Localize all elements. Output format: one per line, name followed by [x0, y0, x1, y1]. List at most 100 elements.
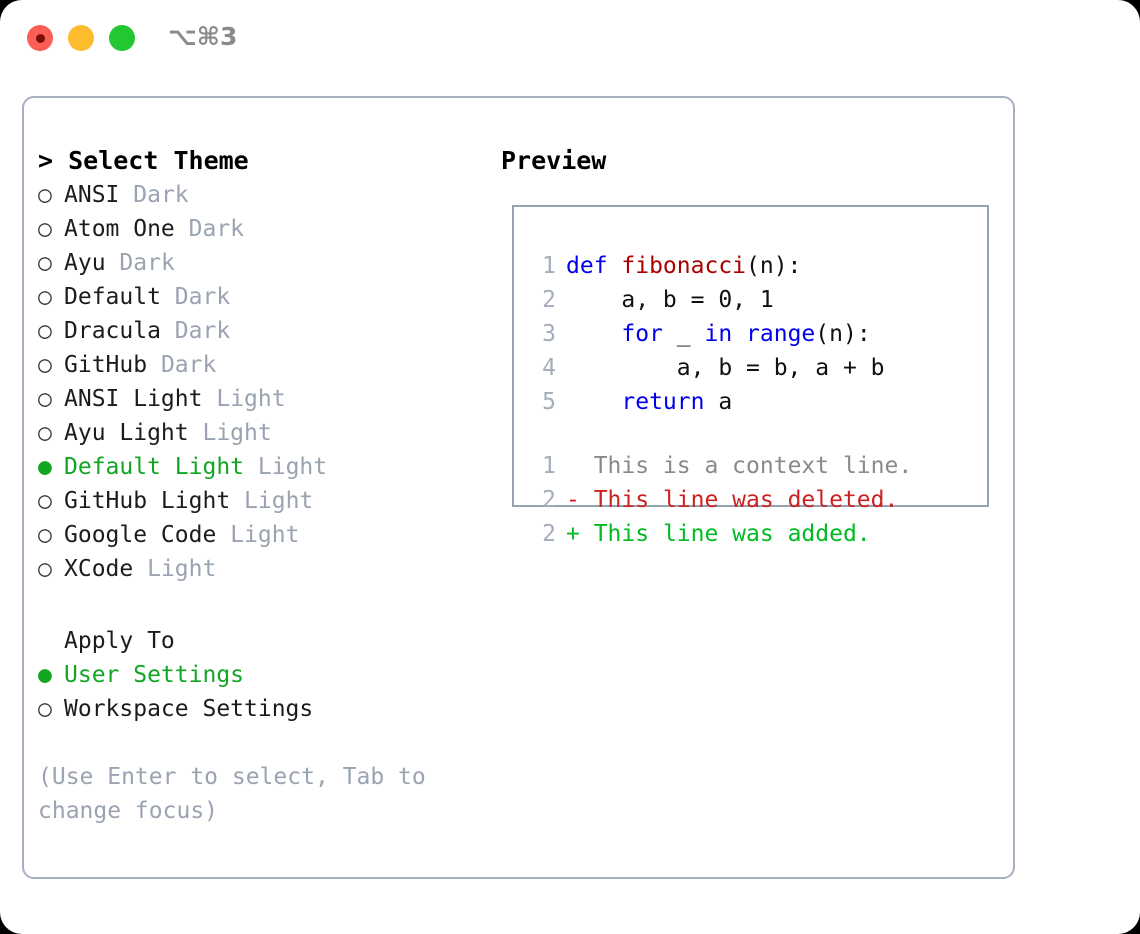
spacer — [230, 484, 244, 518]
code-token-keyword: def — [566, 253, 622, 279]
theme-option[interactable]: ○ GitHub Dark — [38, 348, 498, 382]
code-token-text: (n): — [746, 253, 802, 279]
code-line: 4 a, b = b, a + b — [526, 351, 912, 385]
apply-to-option[interactable]: ○ Workspace Settings — [38, 692, 498, 726]
theme-option-name: Dracula — [64, 318, 161, 344]
apply-to-option-label: User Settings — [64, 662, 245, 688]
diff-text: This line was added. — [593, 521, 871, 547]
theme-option[interactable]: ○ Ayu Light Light — [38, 416, 498, 450]
theme-option[interactable]: ○GitHub Light Light — [38, 484, 498, 518]
code-token-keyword: return — [621, 389, 705, 415]
theme-option-name: Ayu Light — [64, 420, 189, 446]
spacer — [119, 178, 133, 212]
minimize-button[interactable] — [68, 25, 94, 51]
theme-option-name: Ayu — [64, 250, 106, 276]
theme-option-category: Dark — [160, 352, 217, 378]
theme-option[interactable]: ○XCode Light — [38, 552, 498, 586]
theme-option-category: Dark — [174, 318, 231, 344]
spacer — [244, 450, 258, 484]
theme-option-category: Dark — [174, 284, 231, 310]
keyboard-shortcut-label: ⌥⌘3 — [168, 22, 238, 51]
theme-option-name: Default Light — [64, 454, 245, 480]
select-theme-header: > Select Theme — [38, 146, 249, 175]
close-button[interactable] — [27, 25, 53, 51]
theme-option-category: Dark — [119, 250, 175, 276]
theme-option-category: Light — [216, 386, 286, 412]
dialog-panel: > Select Theme ○ANSI Dark○Atom One Dark○… — [22, 96, 1015, 879]
theme-option[interactable]: ○ANSI Light Light — [38, 382, 498, 416]
theme-list: ○ANSI Dark○Atom One Dark○Ayu Dark○Defaul… — [38, 178, 498, 586]
keyboard-hint-text: (Use Enter to select, Tab to change focu… — [38, 764, 426, 824]
theme-option-name: Atom One — [64, 216, 175, 242]
diff-text: This line was deleted. — [593, 487, 899, 513]
code-blank-line — [526, 419, 912, 449]
code-line-number: 4 — [542, 355, 556, 381]
radio-unselected-icon: ○ — [38, 318, 52, 344]
code-token-text: a, b = b, a + b — [566, 355, 885, 381]
radio-selected-icon: ● — [38, 662, 52, 688]
code-line-number: 3 — [542, 321, 556, 347]
hint-spacer — [38, 726, 498, 760]
theme-option[interactable]: ○Ayu Dark — [38, 246, 498, 280]
traffic-light-buttons — [27, 25, 135, 51]
spacer — [161, 314, 175, 348]
theme-option[interactable]: ○ Atom One Dark — [38, 212, 498, 246]
radio-unselected-icon: ○ — [38, 216, 52, 242]
code-line-number: 1 — [542, 253, 556, 279]
code-token-text: a, b = 0, 1 — [566, 287, 774, 313]
spacer — [175, 212, 189, 246]
diff-line-number: 2 — [542, 521, 556, 547]
theme-option[interactable]: ● Default Light Light — [38, 450, 498, 484]
list-spacer — [38, 586, 498, 624]
code-token-text: _ — [662, 321, 705, 347]
code-line: 5 return a — [526, 385, 912, 419]
theme-option-category: Dark — [133, 182, 189, 208]
radio-unselected-icon: ○ — [38, 352, 52, 378]
radio-selected-icon: ● — [38, 454, 52, 480]
spacer — [189, 416, 203, 450]
maximize-button[interactable] — [109, 25, 135, 51]
apply-to-option[interactable]: ● User Settings — [38, 658, 498, 692]
radio-unselected-icon: ○ — [38, 420, 52, 446]
spacer — [106, 246, 120, 280]
diff-line-context: 1 This is a context line. — [526, 449, 912, 483]
code-line: 2 a, b = 0, 1 — [526, 283, 912, 317]
theme-option-name: XCode — [64, 556, 134, 582]
diff-text: This is a context line. — [593, 453, 913, 479]
apply-to-option-label: Workspace Settings — [64, 696, 314, 722]
spacer — [133, 552, 147, 586]
diff-line-number: 1 — [542, 453, 556, 479]
theme-option-name: Default — [64, 284, 161, 310]
theme-picker-column: > Select Theme ○ANSI Dark○Atom One Dark○… — [38, 144, 498, 828]
code-token-text: (n): — [815, 321, 871, 347]
theme-option-category: Dark — [188, 216, 245, 242]
code-token-text — [566, 385, 621, 419]
theme-option-name: ANSI Light — [64, 386, 203, 412]
radio-unselected-icon: ○ — [38, 182, 52, 208]
theme-option-category: Light — [257, 454, 328, 480]
theme-option[interactable]: ○Google Code Light — [38, 518, 498, 552]
diff-line-added: 2+ This line was added. — [526, 517, 912, 551]
theme-option-name: GitHub — [64, 352, 148, 378]
diff-line-number: 2 — [542, 487, 556, 513]
preview-title: Preview — [501, 146, 607, 175]
diff-sign: - — [566, 487, 594, 513]
theme-option-category: Light — [244, 488, 314, 514]
theme-option-category: Light — [230, 522, 300, 548]
diff-line-deleted: 2- This line was deleted. — [526, 483, 912, 517]
radio-unselected-icon: ○ — [38, 284, 52, 310]
theme-option-name: ANSI — [64, 182, 120, 208]
theme-option[interactable]: ○ Dracula Dark — [38, 314, 498, 348]
theme-option[interactable]: ○ Default Dark — [38, 280, 498, 314]
theme-option[interactable]: ○ ANSI Dark — [38, 178, 498, 212]
radio-unselected-icon: ○ — [38, 696, 52, 722]
spacer — [147, 348, 161, 382]
window-titlebar: ⌥⌘3 — [0, 0, 1140, 78]
code-token-keyword: range — [746, 321, 816, 347]
code-token-keyword: for — [621, 321, 663, 347]
spacer — [202, 382, 216, 416]
theme-option-category: Light — [202, 420, 272, 446]
